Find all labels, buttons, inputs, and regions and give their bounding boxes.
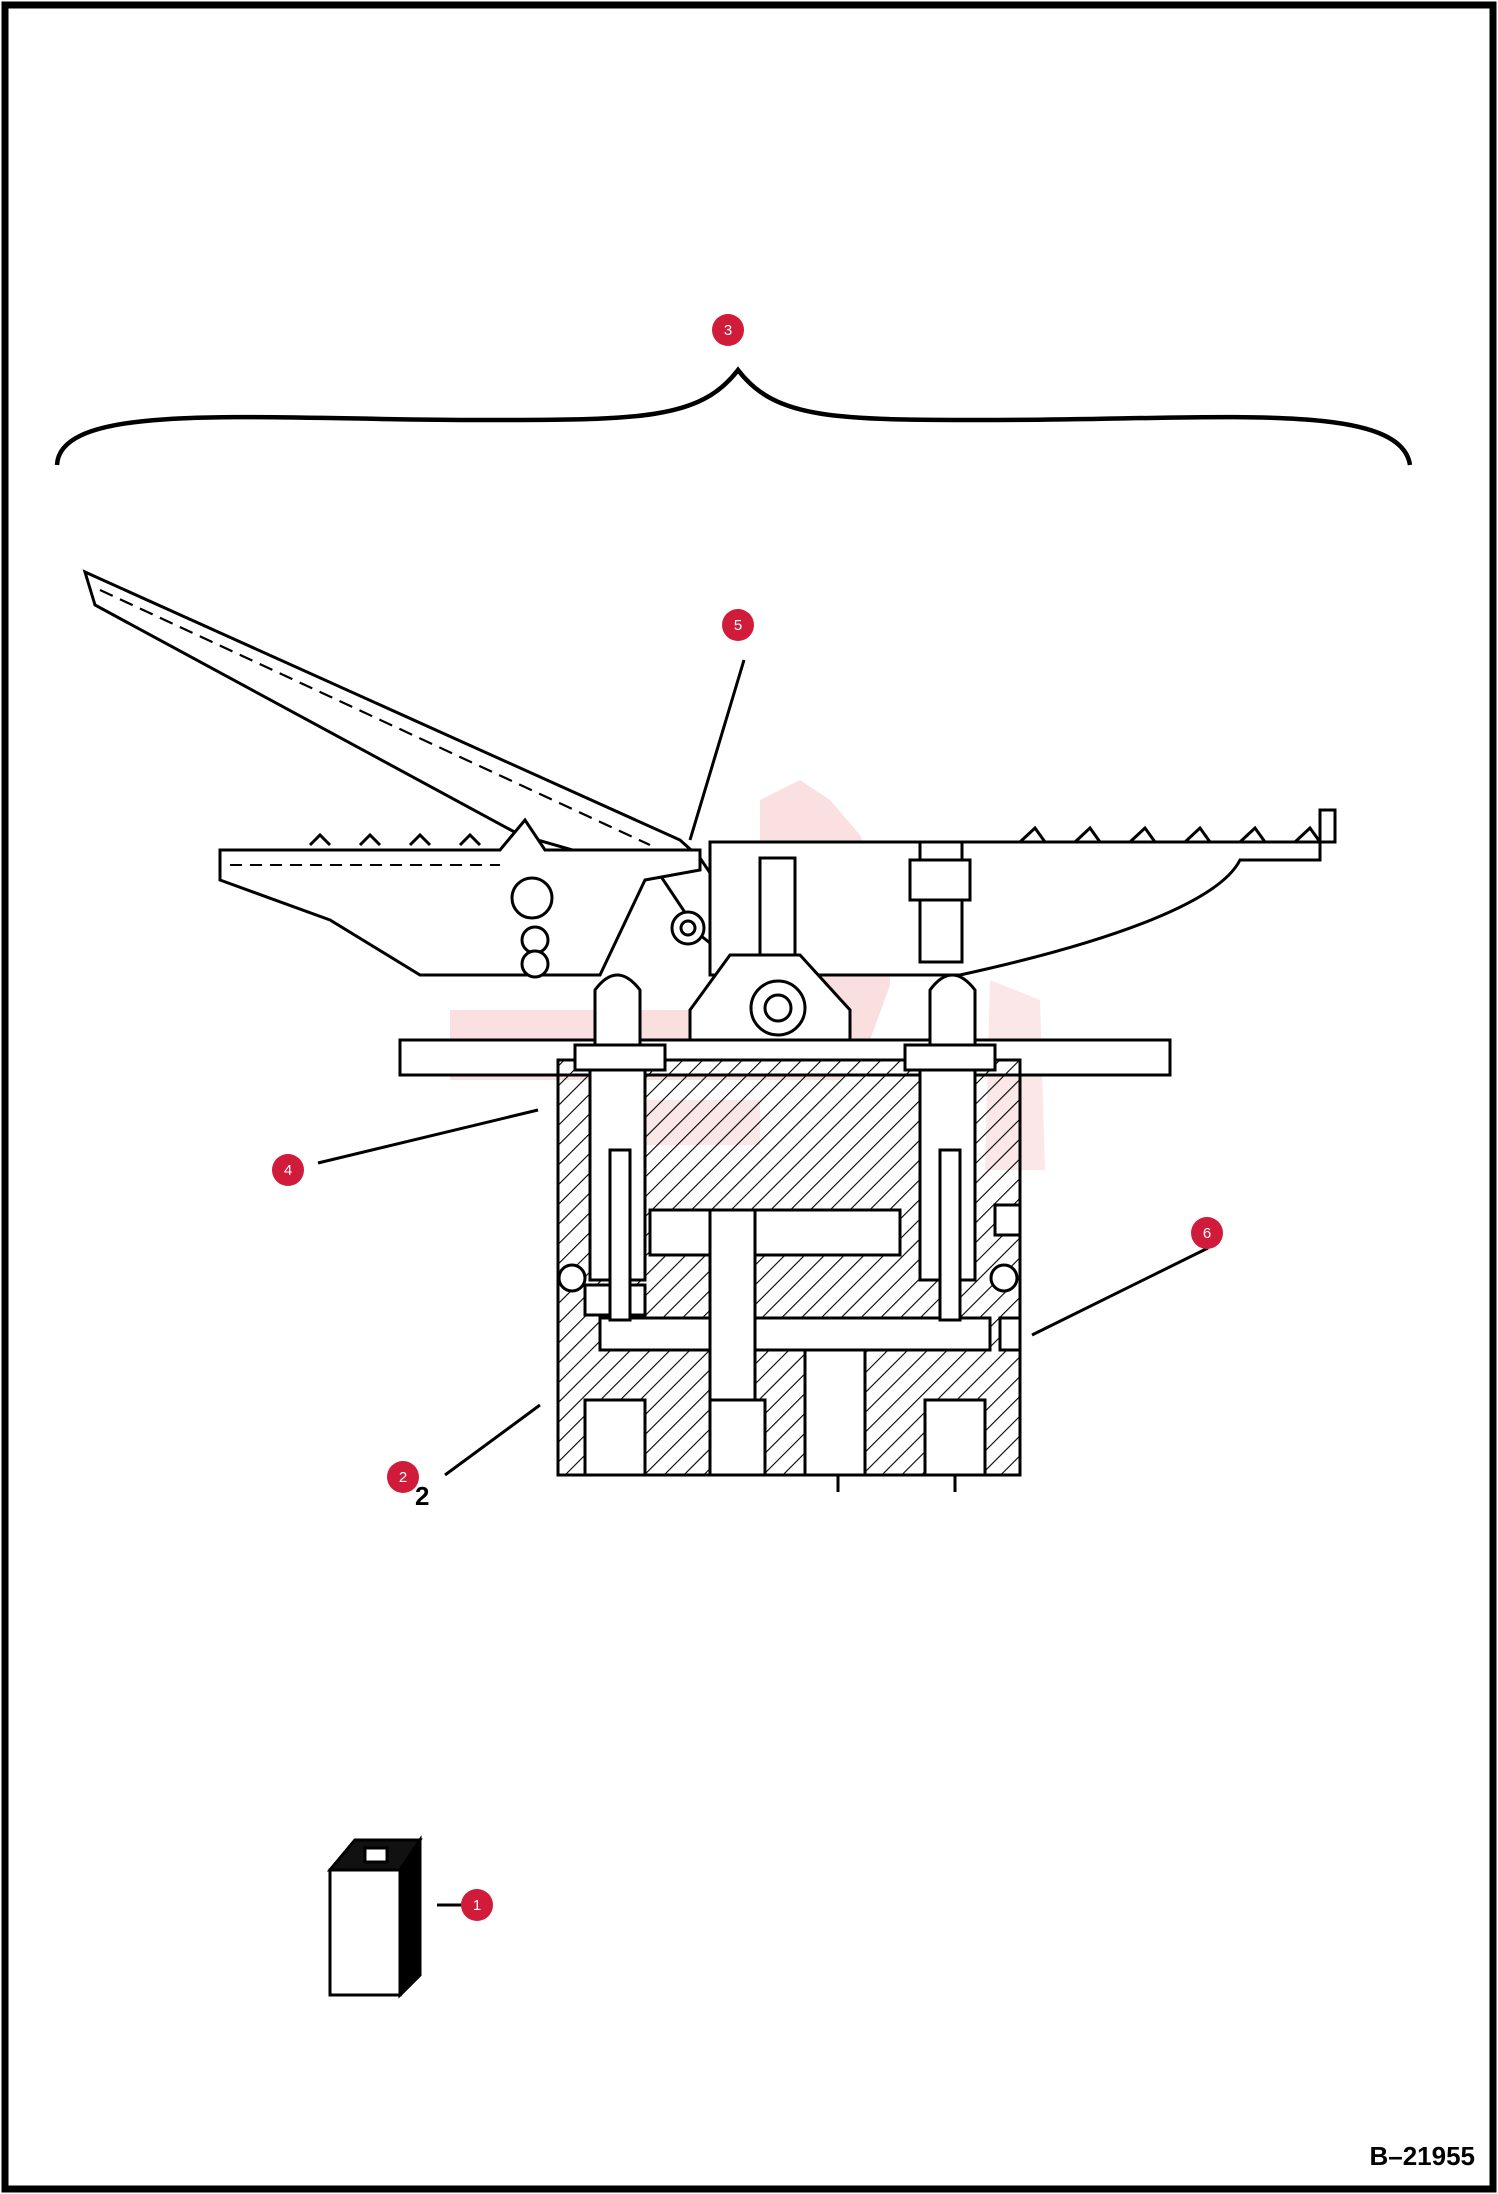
svg-text:1: 1 (473, 1897, 481, 1914)
callout-5: 5 (722, 609, 754, 641)
callout-2: 2 (387, 1461, 419, 1493)
seal-block-part (326, 1835, 423, 1999)
part-ref-text: 2 (415, 1481, 429, 1511)
svg-text:2: 2 (399, 1469, 407, 1486)
svg-text:3: 3 (724, 322, 732, 339)
valve-body (556, 1058, 1022, 1492)
callout-3: 3 (712, 314, 744, 346)
svg-text:5: 5 (734, 617, 742, 634)
svg-text:4: 4 (284, 1162, 292, 1179)
svg-text:6: 6 (1203, 1225, 1211, 1242)
pedal-linkage (510, 840, 972, 1042)
callout-1: 1 (461, 1889, 493, 1921)
foot-pedal (82, 569, 1337, 977)
valve-plungers (573, 973, 997, 1072)
callout-6: 6 (1191, 1217, 1223, 1249)
callout-4: 4 (272, 1154, 304, 1186)
leader-lines (317, 659, 1209, 1907)
figure-id: B–21955 (1369, 2141, 1475, 2171)
side-screws (557, 1263, 1019, 1293)
assembly-brace (54, 366, 1413, 466)
